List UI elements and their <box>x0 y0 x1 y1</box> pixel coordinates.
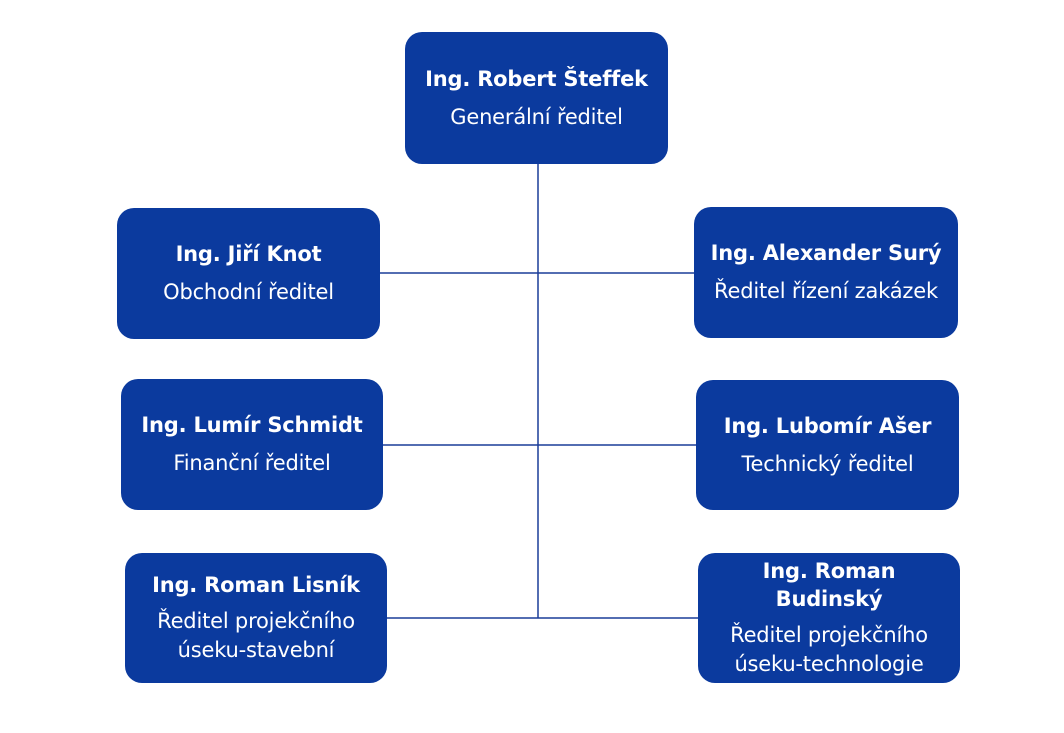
org-node-contract-management-director: Ing. Alexander Surý Ředitel řízení zakáz… <box>694 207 958 338</box>
node-role: Obchodní ředitel <box>163 280 334 304</box>
node-role: Technický ředitel <box>741 451 914 476</box>
node-role: Finanční ředitel <box>173 451 331 475</box>
org-node-general-director: Ing. Robert Šteffek Generální ředitel <box>405 32 668 164</box>
node-name: Ing. Roman Budinský <box>762 559 896 611</box>
org-node-finance-director: Ing. Lumír Schmidt Finanční ředitel <box>121 379 383 510</box>
node-role: Ředitel řízení zakázek <box>714 279 938 303</box>
org-node-design-construction-director: Ing. Roman Lisník Ředitel projekčního ús… <box>125 553 387 683</box>
node-name: Ing. Lumír Schmidt <box>141 413 363 437</box>
node-role: Ředitel projekčního úseku-stavební <box>157 609 355 662</box>
node-name: Ing. Roman Lisník <box>152 573 360 597</box>
org-node-sales-director: Ing. Jiří Knot Obchodní ředitel <box>117 208 380 339</box>
node-name: Ing. Alexander Surý <box>710 241 942 265</box>
node-name: Ing. Lubomír Ašer <box>723 413 932 438</box>
node-role: Generální ředitel <box>450 104 623 129</box>
org-node-design-technology-director: Ing. Roman Budinský Ředitel projekčního … <box>698 553 960 683</box>
org-node-technical-director: Ing. Lubomír Ašer Technický ředitel <box>696 380 959 510</box>
node-name: Ing. Jiří Knot <box>175 242 322 266</box>
node-role: Ředitel projekčního úseku-technologie <box>730 623 928 676</box>
node-name: Ing. Robert Šteffek <box>425 66 648 91</box>
